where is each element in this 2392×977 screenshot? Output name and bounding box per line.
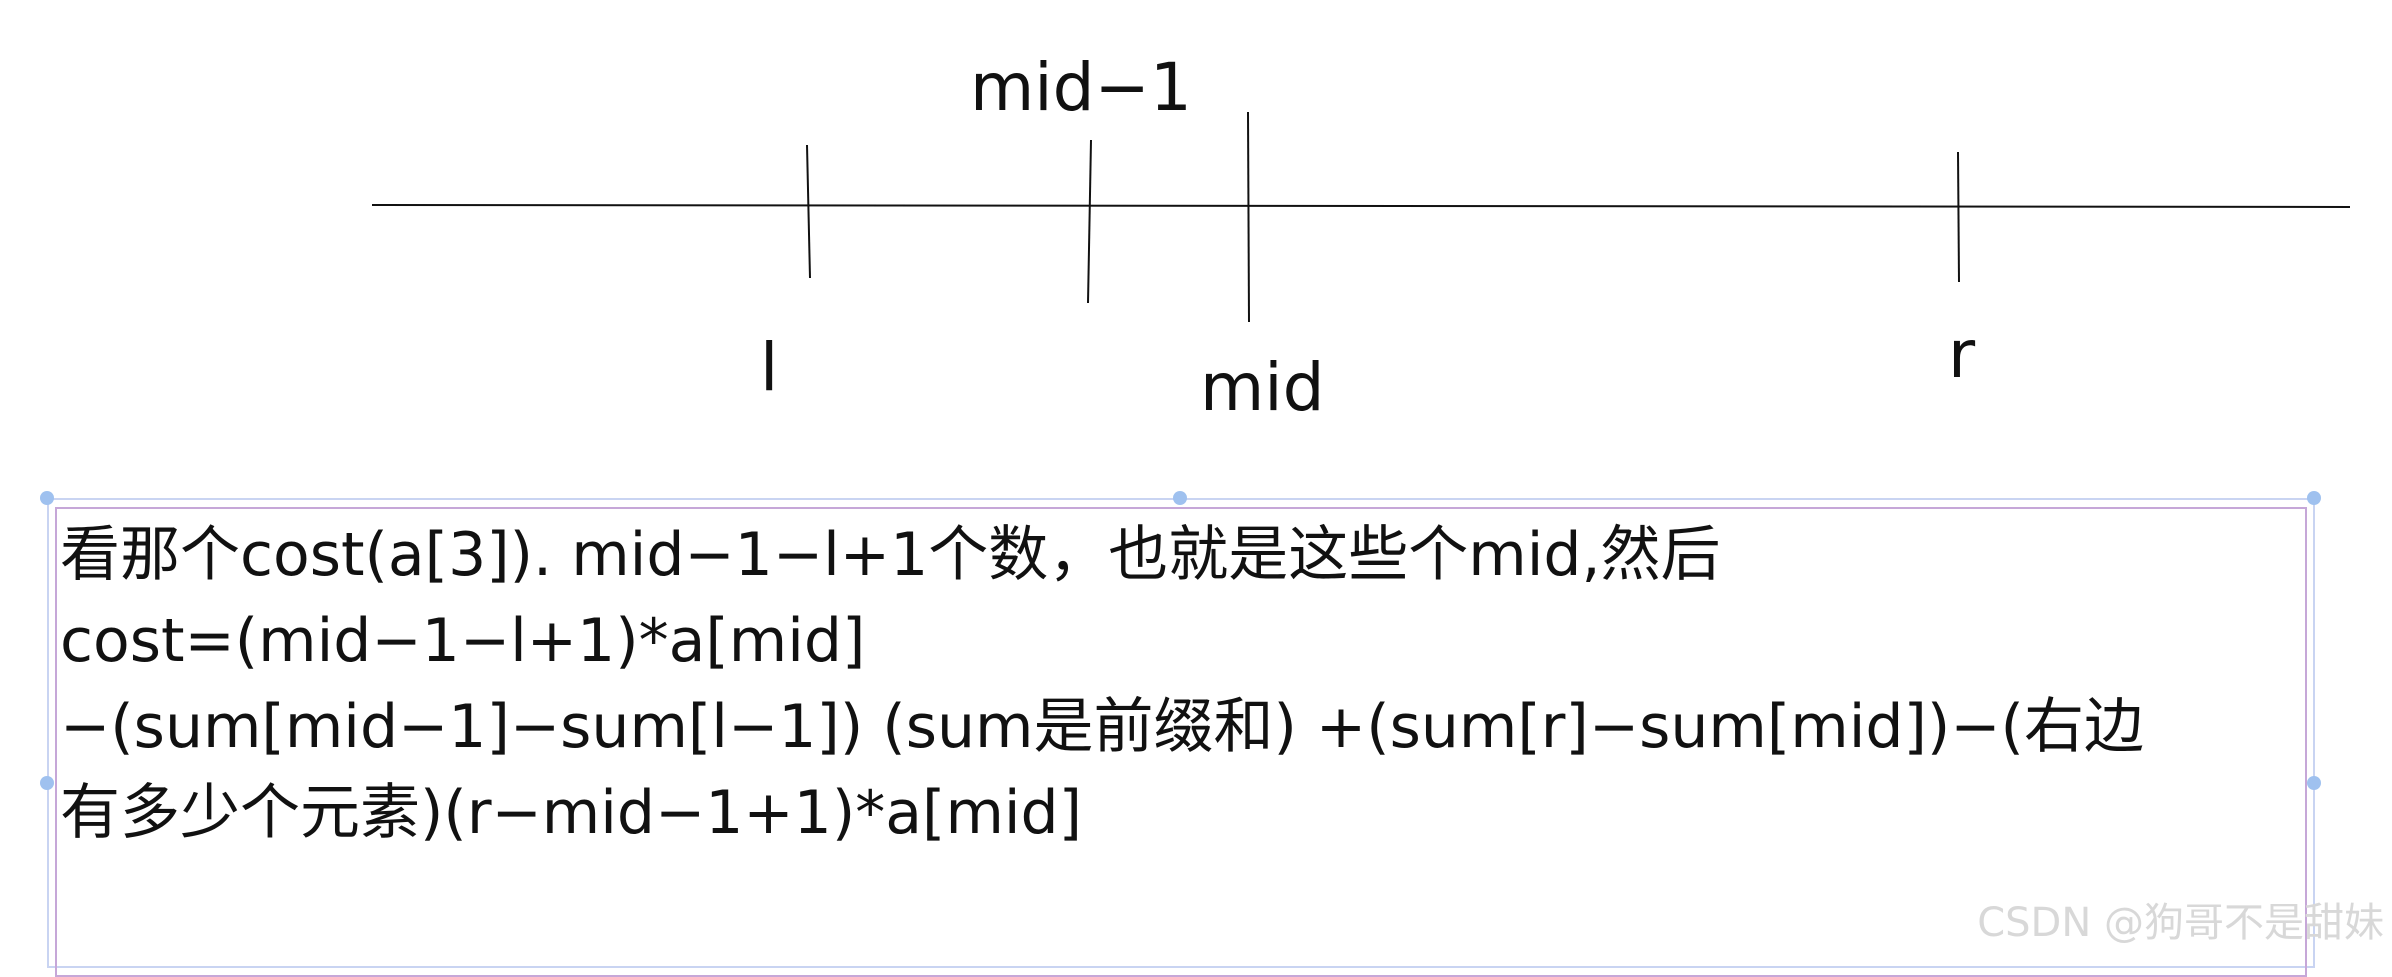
watermark: CSDN @狗哥不是甜妹 xyxy=(1977,900,2384,946)
resize-handle-middle-left[interactable] xyxy=(40,776,54,790)
resize-handle-top-left[interactable] xyxy=(40,491,54,505)
tick-mid-minus-1 xyxy=(1087,139,1092,304)
note-line-4: 有多少个元素)(r−mid−1+1)*a[mid] xyxy=(60,778,1083,848)
note-line-1: 看那个cost(a[3]). mid−1−l+1个数，也就是这些个mid,然后 xyxy=(60,520,1721,590)
label-l: l xyxy=(760,329,779,406)
label-r: r xyxy=(1948,316,1976,393)
note-line-3: −(sum[mid−1]−sum[l−1]) (sum是前缀和) +(sum[r… xyxy=(60,692,2144,762)
tick-r xyxy=(1957,151,1960,283)
resize-handle-top-middle[interactable] xyxy=(1173,491,1187,505)
label-mid: mid xyxy=(1200,349,1325,426)
note-text[interactable]: 看那个cost(a[3]). mid−1−l+1个数，也就是这些个mid,然后 … xyxy=(60,512,2300,856)
resize-handle-middle-right[interactable] xyxy=(2307,776,2321,790)
resize-handle-top-right[interactable] xyxy=(2307,491,2321,505)
tick-mid xyxy=(1247,111,1250,323)
tick-l xyxy=(806,144,811,279)
number-line-diagram xyxy=(371,111,2351,323)
label-mid-minus-1: mid−1 xyxy=(970,49,1192,126)
note-line-2: cost=(mid−1−l+1)*a[mid] xyxy=(60,606,866,676)
number-line xyxy=(371,204,2351,208)
